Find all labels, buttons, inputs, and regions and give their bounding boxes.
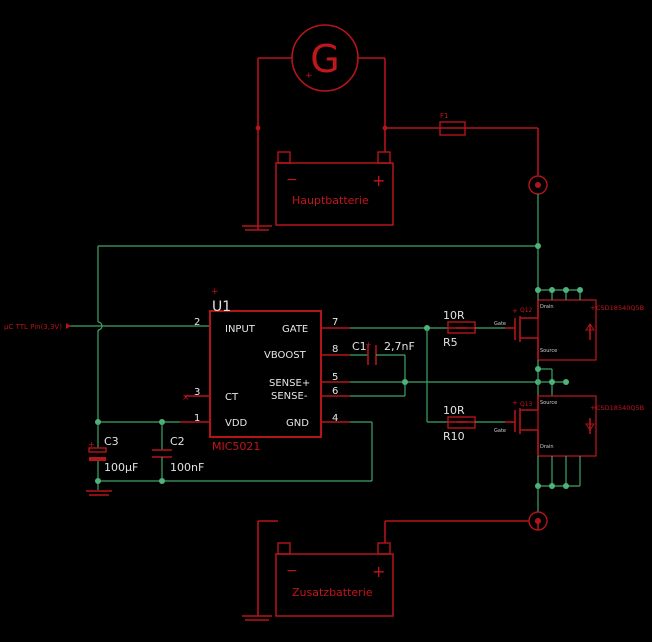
c3-ref: C3	[104, 435, 119, 448]
main-battery-minus: −	[286, 172, 298, 188]
pin-name-sense-minus: SENSE-	[271, 391, 308, 402]
c2-value: 100nF	[170, 461, 204, 474]
ic-part: MIC5021	[212, 440, 260, 453]
r5-value: 10R	[443, 309, 465, 322]
pin-num-8: 8	[332, 344, 338, 355]
pin-num-7: 7	[332, 317, 338, 328]
capacitor-c1[interactable]: + C1 2,7nF	[350, 340, 415, 365]
aux-battery-plus: +	[372, 562, 385, 581]
pin-num-4: 4	[332, 413, 338, 424]
generator[interactable]: G +	[257, 24, 386, 152]
ic-ref: U1	[212, 299, 231, 315]
pin-name-gate: GATE	[282, 324, 308, 335]
q-bottom-part: CSD18540Q5B	[596, 404, 644, 412]
q-bottom-gate: Gate	[494, 428, 506, 434]
connector-top[interactable]	[528, 175, 548, 195]
q-top-part: CSD18540Q5B	[596, 304, 644, 312]
svg-text:+: +	[88, 440, 95, 449]
svg-text:+: +	[365, 340, 372, 349]
fuse[interactable]: F1	[439, 112, 466, 136]
svg-text:+: +	[590, 404, 596, 412]
mosfet-top[interactable]: Drain Source Gate Q12 CSD18540Q5B + +	[494, 299, 644, 361]
svg-text:µC TTL Pin(3,3V): µC TTL Pin(3,3V)	[4, 323, 62, 331]
pin-name-ct: CT	[225, 392, 239, 403]
pin-num-6: 6	[332, 386, 338, 397]
r5-ref: R5	[443, 336, 458, 349]
pin-name-vboost: VBOOST	[264, 350, 307, 361]
c2-ref: C2	[170, 435, 185, 448]
pin-name-input: INPUT	[225, 324, 256, 335]
q-top-source: Source	[540, 348, 557, 354]
svg-text:+: +	[211, 287, 219, 297]
q-top-gate: Gate	[494, 321, 506, 327]
input-net-label: µC TTL Pin(3,3V)	[4, 323, 62, 331]
q-top-drain: Drain	[540, 304, 554, 310]
q-bottom-drain: Drain	[540, 444, 554, 450]
main-battery-label: Hauptbatterie	[292, 194, 369, 207]
mosfet-bottom[interactable]: Source Drain Gate Q13 CSD18540Q5B + +	[494, 395, 644, 457]
resistor-r5[interactable]: 10R R5	[443, 309, 476, 349]
c3-value: 100µF	[104, 461, 138, 474]
resistor-r10[interactable]: 10R R10	[443, 404, 476, 443]
aux-battery-minus: −	[286, 563, 298, 579]
c1-ref: C1	[352, 340, 367, 353]
r10-ref: R10	[443, 430, 465, 443]
pin-num-5: 5	[332, 372, 338, 383]
svg-text:×: ×	[182, 393, 190, 403]
capacitor-c3[interactable]: + C3 100µF	[88, 422, 138, 490]
pin-name-sense-plus: SENSE+	[269, 378, 310, 389]
svg-text:+: +	[305, 71, 313, 81]
capacitor-c2[interactable]: C2 100nF	[152, 422, 204, 481]
pin-name-vdd: VDD	[225, 418, 248, 429]
main-battery[interactable]: − + Hauptbatterie	[275, 151, 394, 226]
pin-name-gnd: GND	[286, 418, 309, 429]
c1-value: 2,7nF	[384, 340, 415, 353]
pin-num-3: 3	[194, 387, 200, 398]
r10-value: 10R	[443, 404, 465, 417]
pin-num-1: 1	[194, 413, 200, 424]
generator-letter: G	[310, 37, 339, 81]
q-bottom-ref: Q13	[520, 401, 533, 408]
aux-battery[interactable]: − + Zusatzbatterie	[275, 542, 394, 617]
svg-text:+: +	[590, 304, 596, 312]
ic-u1[interactable]: + U1 MIC5021 2 INPUT 3 CT 1 VDD GATE 7 V…	[194, 287, 338, 453]
pin-num-2: 2	[194, 317, 200, 328]
aux-battery-label: Zusatzbatterie	[292, 586, 373, 599]
svg-text:+: +	[512, 399, 518, 407]
svg-text:+: +	[512, 307, 518, 315]
q-top-ref: Q12	[520, 307, 533, 314]
q-bottom-source: Source	[540, 400, 557, 406]
fuse-label: F1	[440, 112, 448, 120]
main-battery-plus: +	[372, 171, 385, 190]
